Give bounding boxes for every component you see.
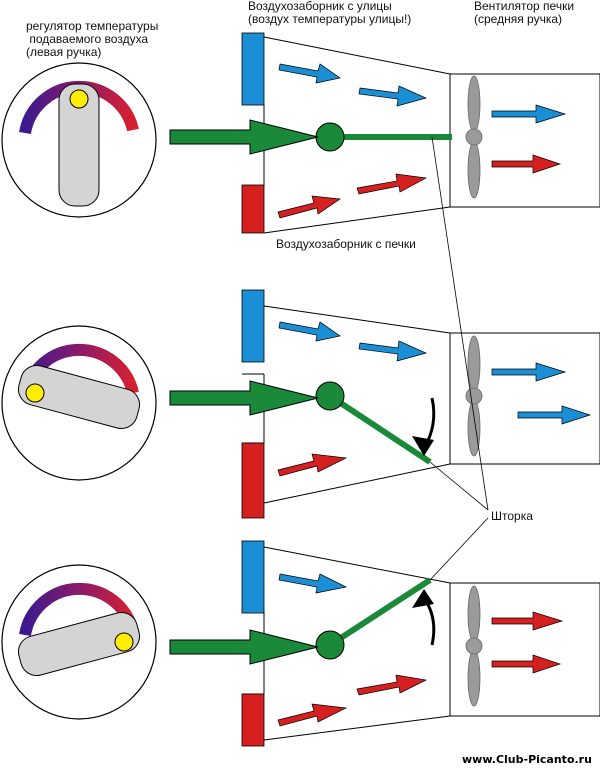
hot-arrow-1c xyxy=(491,154,562,174)
cold-arrow-1c xyxy=(491,104,567,124)
shutter-pivot-1 xyxy=(315,122,345,152)
shutter-3 xyxy=(328,577,432,648)
fan-blade-top-1 xyxy=(467,75,481,133)
cold-arrow-2c xyxy=(491,362,567,382)
shutter-2 xyxy=(328,393,432,465)
stove-intake-2 xyxy=(241,442,265,519)
rotation-arrowhead-3 xyxy=(412,589,434,608)
knob-handle-2 xyxy=(17,364,141,430)
input-arrow-3 xyxy=(169,629,319,665)
knob-indicator-1 xyxy=(69,89,89,109)
fan-blade-bottom-1 xyxy=(467,141,481,199)
knob-indicator-2 xyxy=(25,383,45,403)
hot-arrow-3c xyxy=(491,611,564,631)
hot-arrow-3b xyxy=(356,674,428,696)
regulator-label: регулятор температуры подаваемого воздух… xyxy=(26,19,159,59)
street-intake-1 xyxy=(241,32,265,106)
hot-arrow-2a xyxy=(277,453,348,477)
street-intake-3 xyxy=(241,540,265,614)
fan-blade-bottom-2 xyxy=(467,399,481,457)
rotation-arrowhead-2 xyxy=(412,436,434,456)
stove-intake-3 xyxy=(241,693,265,747)
panel-2 xyxy=(1,289,600,519)
panel-3 xyxy=(1,540,600,747)
panel-1 xyxy=(1,32,600,234)
cold-arrow-2a xyxy=(278,321,341,342)
street-intake-label: Воздухозаборник с улицы (воздух температ… xyxy=(248,0,412,26)
leader-lines xyxy=(429,136,489,581)
hot-arrow-3d xyxy=(491,654,562,674)
hot-arrow-1a xyxy=(277,195,341,219)
stove-intake-1 xyxy=(241,184,265,234)
shutter-pivot-2 xyxy=(315,381,345,411)
fan-blade-top-2 xyxy=(467,335,481,393)
hot-arrow-3a xyxy=(277,703,348,727)
street-intake-2 xyxy=(241,289,265,363)
shutter-label: Шторка xyxy=(491,509,533,523)
cold-arrow-1b xyxy=(358,85,428,107)
cold-arrow-1a xyxy=(278,63,341,84)
watermark: www.Club-Picanto.ru xyxy=(462,753,592,766)
input-arrow-2 xyxy=(169,380,319,416)
hot-arrow-1b xyxy=(356,173,428,195)
fan-hub-1 xyxy=(465,128,483,146)
fan-blade-top-3 xyxy=(467,585,481,643)
fan-hub-3 xyxy=(465,637,483,655)
knob-indicator-3 xyxy=(114,632,134,652)
stove-intake-label: Воздухозаборник с печки xyxy=(276,237,416,251)
cold-arrow-2b xyxy=(358,340,428,362)
shutter-pivot-3 xyxy=(315,630,345,660)
fan-blade-bottom-3 xyxy=(467,649,481,707)
fan-label: Вентилятор печки (средняя ручка) xyxy=(474,0,575,26)
fan-hub-2 xyxy=(465,387,483,405)
input-arrow-1 xyxy=(169,119,319,155)
cold-arrow-2d xyxy=(517,405,592,425)
knob-handle-3 xyxy=(17,611,141,677)
cold-arrow-3a xyxy=(278,573,348,594)
knob-handle-1 xyxy=(58,83,100,207)
